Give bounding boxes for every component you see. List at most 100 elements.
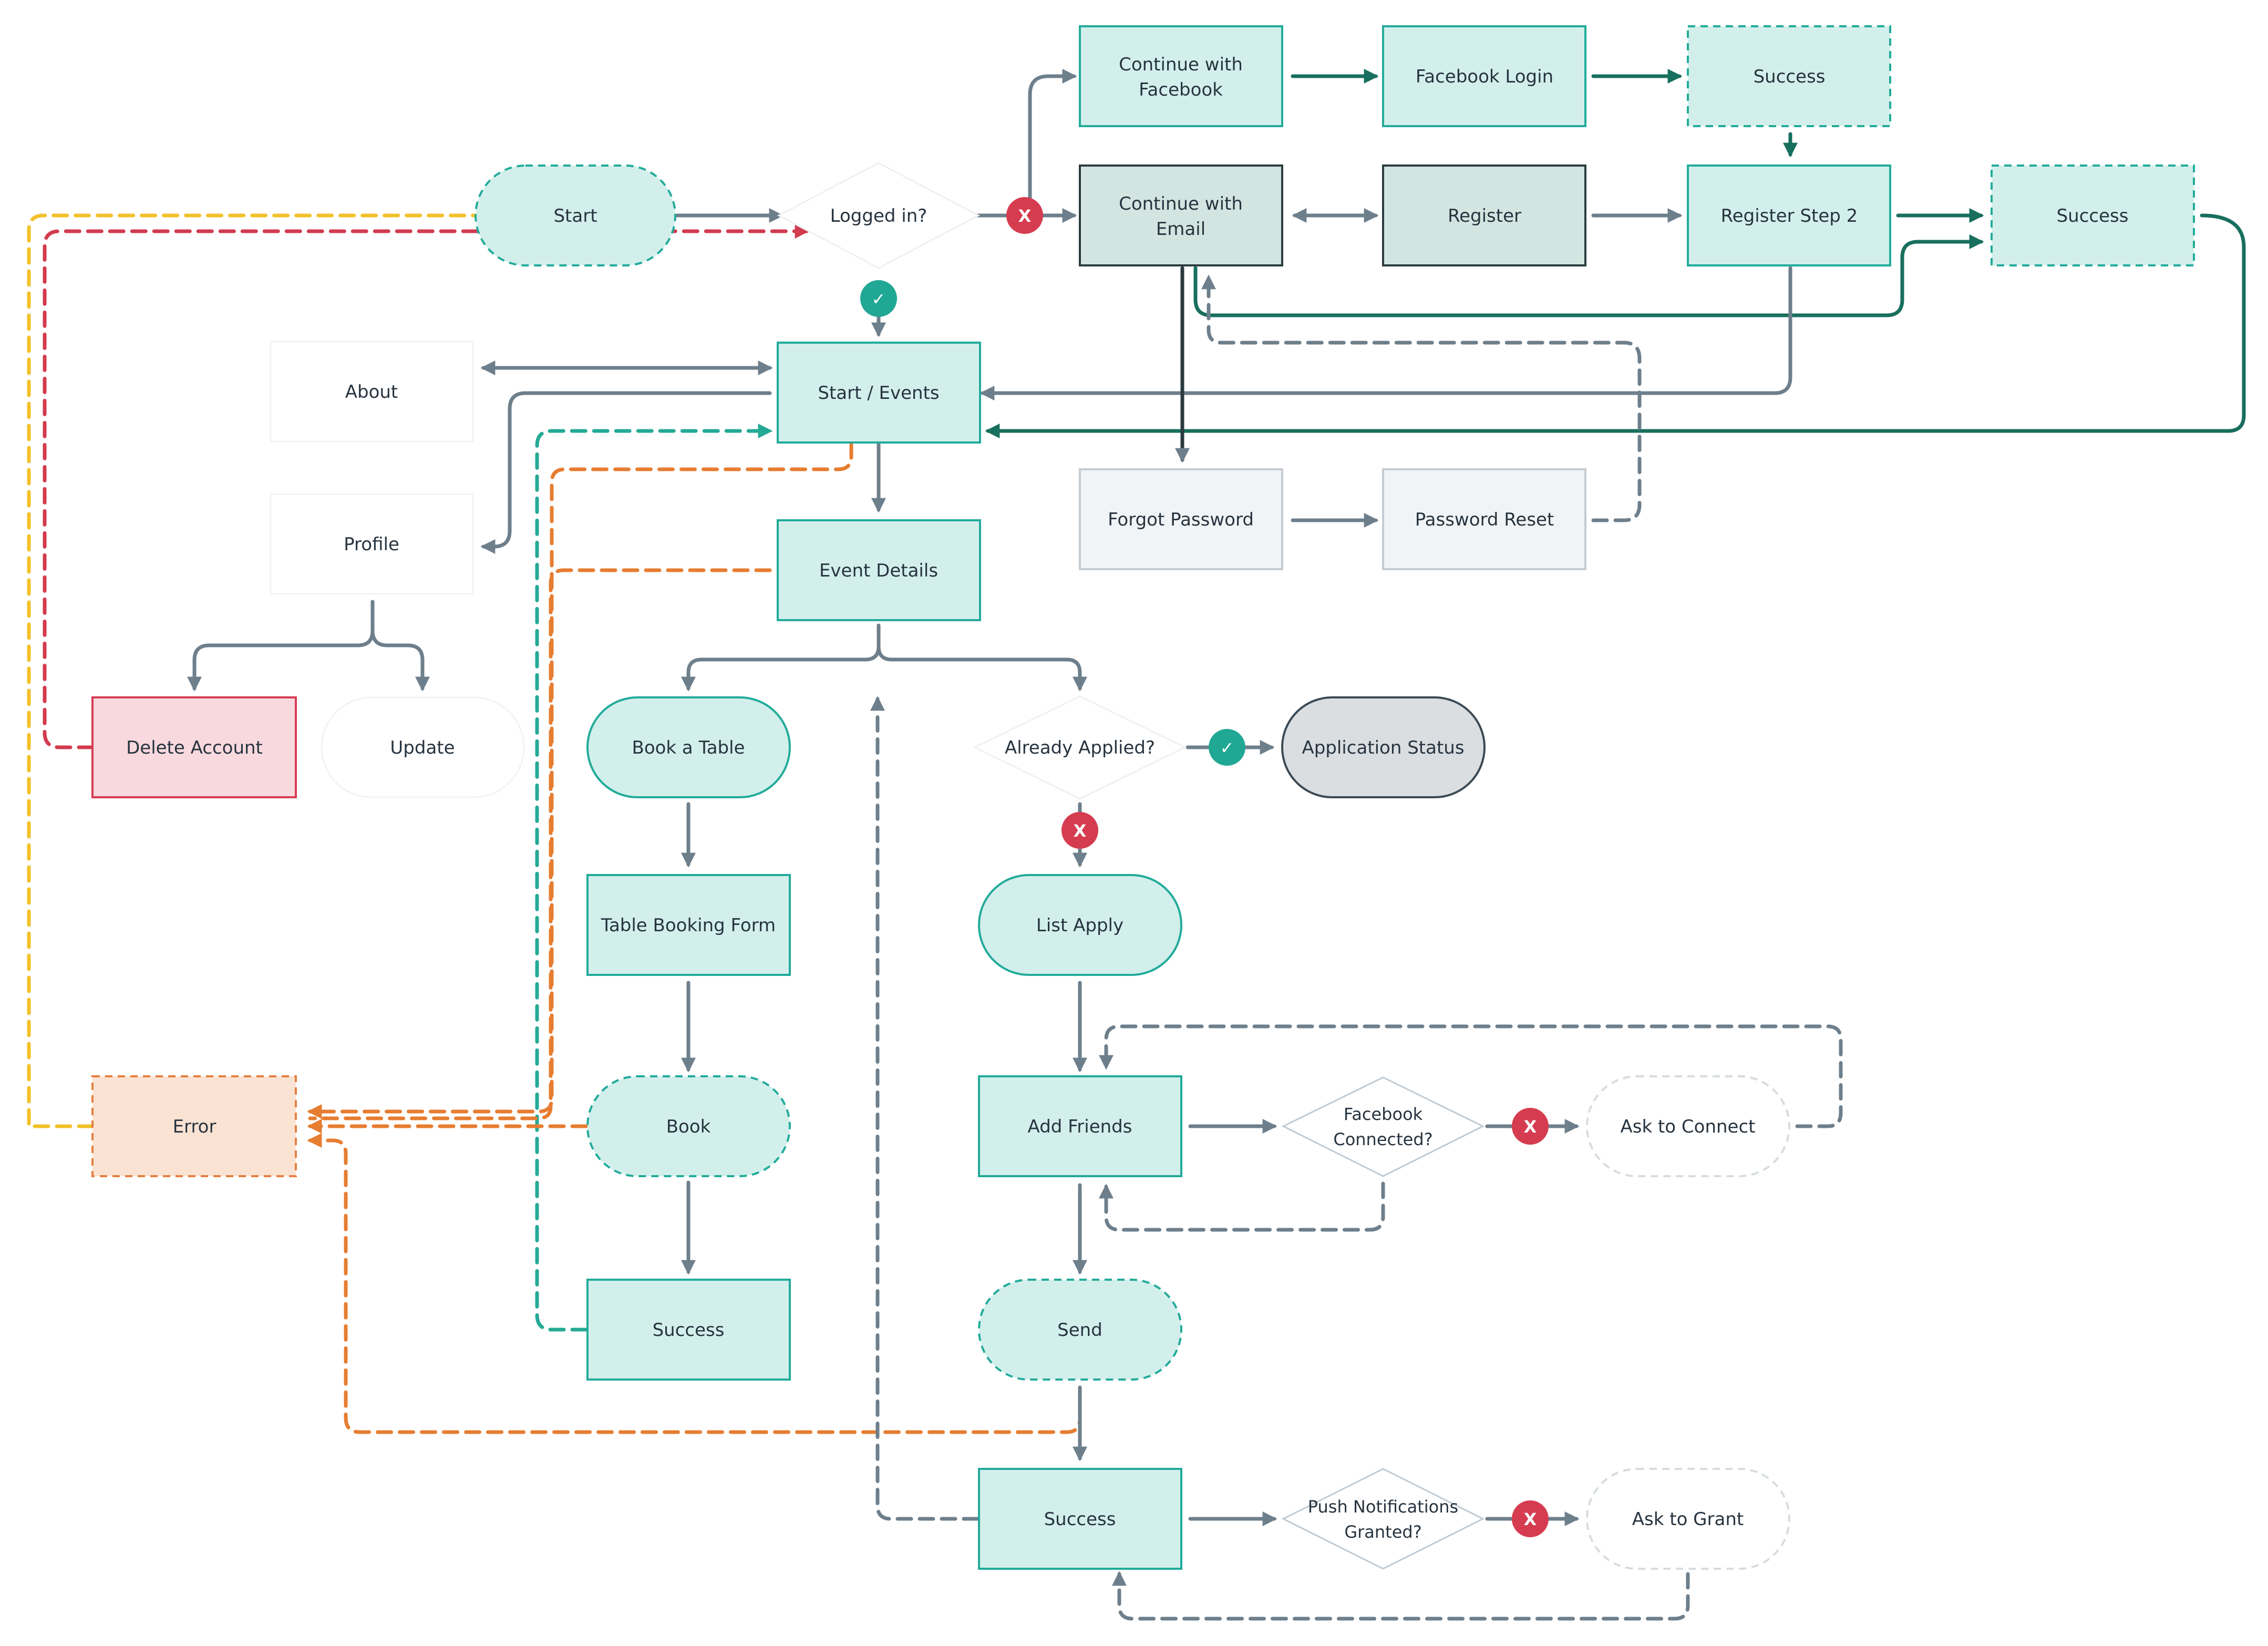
node-send[interactable]: Send [978,1279,1182,1381]
nodes: Start Logged in? Continue with Facebook … [91,25,2195,1570]
node-start-events-label: Start / Events [818,383,939,404]
node-success-booking[interactable]: Success [586,1279,791,1381]
node-forgot-password[interactable]: Forgot Password [1079,468,1283,570]
node-application-status-label: Application Status [1302,737,1464,758]
badge-no-push: X [1512,1500,1549,1537]
node-about[interactable]: About [270,341,474,443]
node-book[interactable]: Book [586,1075,791,1177]
check-icon: ✓ [1220,738,1234,758]
edge-profile-to-update [370,629,430,692]
node-register[interactable]: Register [1382,164,1586,266]
edge-details-to-error [308,568,772,1120]
edge-error-to-start [27,213,478,1128]
node-password-reset-label: Password Reset [1415,509,1554,530]
edge-success-to-start-events [985,213,2246,438]
node-register-step2-label: Register Step 2 [1721,205,1858,227]
node-application-status[interactable]: Application Status [1281,696,1486,798]
node-facebook-connected[interactable]: Facebook Connected? [1281,1076,1485,1177]
node-delete-account-label: Delete Account [126,737,263,758]
x-icon: X [1524,1509,1537,1529]
node-success-facebook[interactable]: Success [1687,25,1891,127]
node-logged-in-label: Logged in? [830,205,927,227]
node-profile-label: Profile [344,534,399,555]
edge-delete-to-logged-in [43,224,810,749]
node-add-friends[interactable]: Add Friends [978,1075,1182,1177]
node-forgot-password-label: Forgot Password [1108,509,1254,530]
node-delete-account[interactable]: Delete Account [91,696,297,798]
node-table-booking-form[interactable]: Table Booking Form [586,874,791,976]
node-success-send[interactable]: Success [978,1468,1182,1570]
node-book-table[interactable]: Book a Table [586,696,791,798]
node-list-apply[interactable]: List Apply [978,874,1182,976]
edge-success-to-details [870,696,980,1521]
node-push-granted-line2: Granted? [1344,1522,1421,1542]
node-push-granted-line1: Push Notifications [1308,1497,1458,1517]
node-facebook-login[interactable]: Facebook Login [1382,25,1586,127]
badge-no-logged-in: X [1006,197,1043,234]
node-send-label: Send [1057,1320,1102,1341]
edge-fb-connected-to-add-friends [1099,1181,1385,1232]
node-logged-in[interactable]: Logged in? [777,162,981,269]
node-continue-facebook-line1: Continue with [1119,54,1243,75]
node-update-label: Update [390,737,455,758]
node-start-events[interactable]: Start / Events [777,342,981,444]
node-start-label: Start [553,205,597,227]
node-error-label: Error [173,1116,217,1137]
node-about-label: About [345,382,398,403]
node-event-details-label: Event Details [819,560,938,581]
node-list-apply-label: List Apply [1036,915,1123,936]
badge-no-applied: X [1061,812,1098,849]
node-continue-facebook-line2: Facebook [1139,79,1223,100]
edge-start-events-to-profile [480,391,772,554]
badges: X ✓ ✓ X X X [860,197,1549,1537]
node-error[interactable]: Error [91,1075,297,1177]
badge-no-fb-connected: X [1512,1108,1549,1145]
edge-details-to-book-table [681,623,881,692]
edge-ask-grant-to-success [1112,1571,1690,1621]
node-push-granted[interactable]: Push Notifications Granted? [1281,1468,1485,1570]
edge-profile-split [187,600,375,692]
node-register-step2[interactable]: Register Step 2 [1687,164,1891,266]
edge-step2-to-start-events [980,266,1792,400]
node-update[interactable]: Update [321,696,525,798]
check-icon: ✓ [872,289,886,309]
x-icon: X [1524,1117,1537,1137]
node-register-label: Register [1448,205,1521,227]
node-ask-to-connect-label: Ask to Connect [1621,1116,1756,1137]
edge-ask-connect-to-add-friends [1099,1024,1843,1128]
edge-to-continue-facebook [1028,69,1077,204]
edge-send-to-error [307,1133,1082,1434]
node-ask-to-grant-label: Ask to Grant [1632,1509,1744,1530]
node-success-booking-label: Success [653,1320,725,1341]
node-event-details[interactable]: Event Details [777,519,981,621]
node-add-friends-label: Add Friends [1028,1116,1132,1137]
node-book-table-label: Book a Table [632,737,745,758]
node-ask-to-grant[interactable]: Ask to Grant [1586,1468,1790,1570]
node-success-register-label: Success [2057,205,2129,227]
node-profile[interactable]: Profile [270,493,474,595]
node-continue-email-line1: Continue with [1119,193,1243,214]
node-continue-email-line2: Email [1156,219,1205,240]
node-table-booking-form-label: Table Booking Form [601,915,776,936]
node-facebook-connected-line1: Facebook [1344,1104,1423,1124]
node-start[interactable]: Start [475,164,676,266]
badge-yes-applied: ✓ [1209,729,1245,766]
node-book-label: Book [666,1116,711,1137]
edge-details-to-applied [877,644,1087,692]
node-continue-facebook[interactable]: Continue with Facebook [1079,25,1283,127]
node-success-facebook-label: Success [1754,66,1826,87]
edge-reset-to-email [1201,274,1642,522]
edges [27,69,2246,1621]
node-already-applied-label: Already Applied? [1005,737,1155,758]
badge-yes-logged-in: ✓ [860,280,897,317]
node-facebook-connected-line2: Connected? [1333,1129,1432,1149]
node-success-register[interactable]: Success [1991,164,2195,266]
edge-booking-success-to-start [535,424,773,1332]
edge-email-to-success-green [1193,234,1984,317]
node-ask-to-connect[interactable]: Ask to Connect [1586,1075,1790,1177]
node-continue-email[interactable]: Continue with Email [1079,164,1283,266]
node-already-applied[interactable]: Already Applied? [973,695,1187,800]
node-success-send-label: Success [1044,1509,1116,1530]
node-password-reset[interactable]: Password Reset [1382,468,1586,570]
